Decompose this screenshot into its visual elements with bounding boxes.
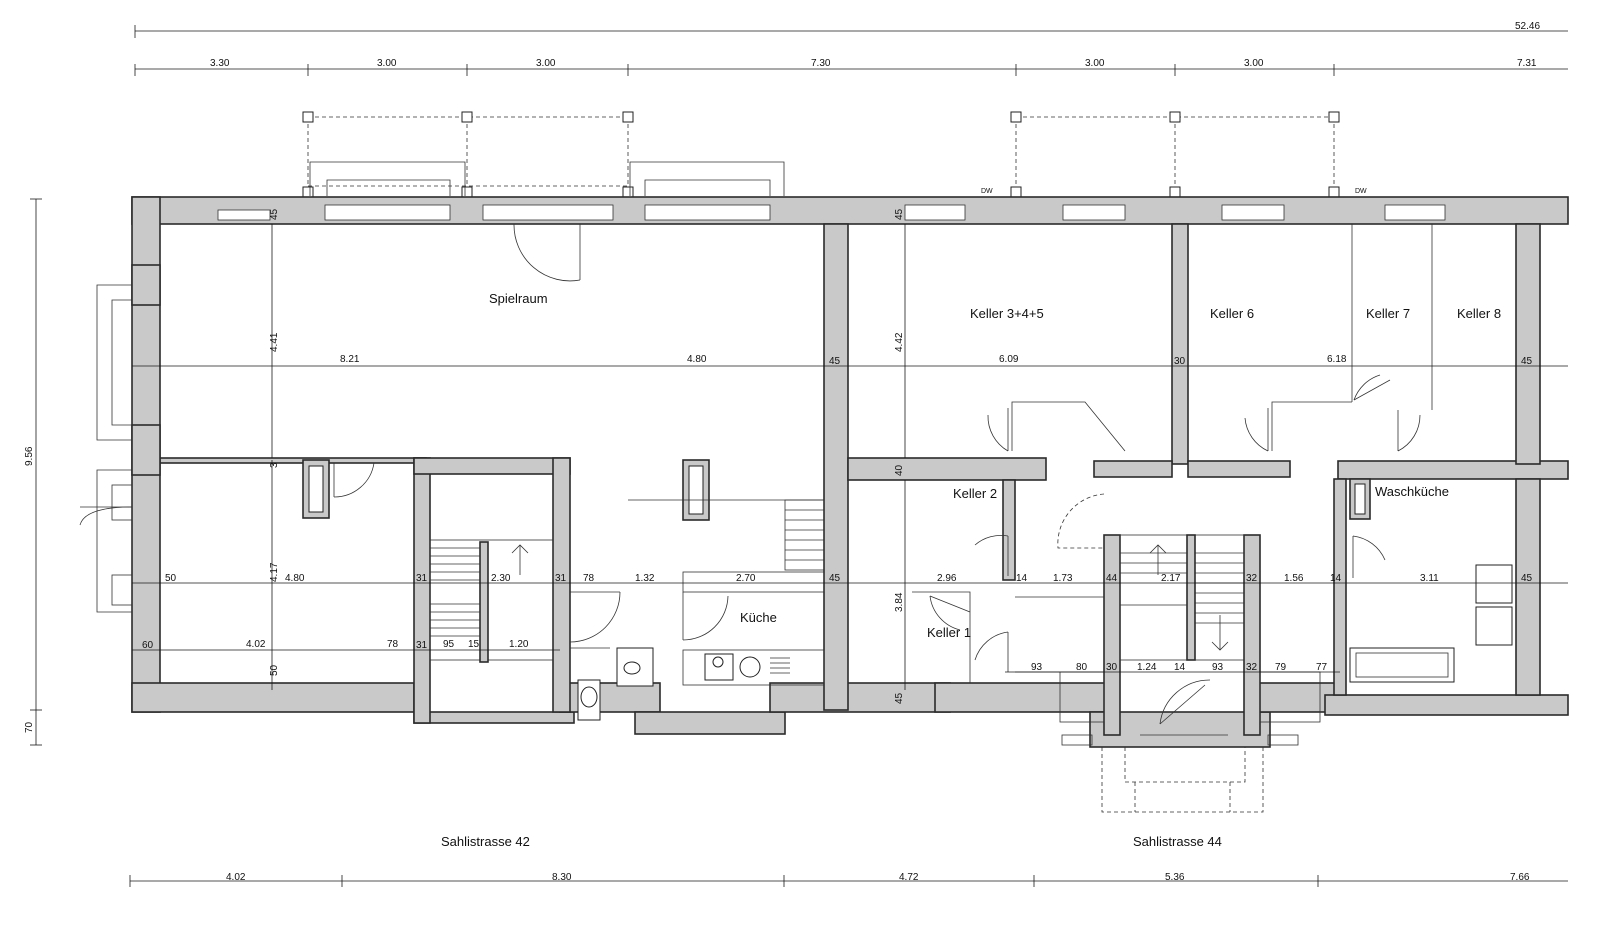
pergola-left [302,111,785,198]
pergola-right [1010,111,1340,198]
dim-row4-6: 93 [1212,662,1224,673]
bottom-dimension-line [129,875,1568,887]
room-label-waschkueche: Waschküche [1375,484,1449,499]
dim-row4-1: 93 [1031,662,1043,673]
dim-row1-2: 4.80 [687,354,707,365]
dim-overall: 52.46 [1515,21,1540,32]
room-label-keller-3-4-5: Keller 3+4+5 [970,306,1044,321]
dim-bottom-3: 4.72 [899,872,919,883]
dim-row4-5: 14 [1174,662,1186,673]
dim-top-1: 3.30 [210,58,230,69]
dim-misc-5: 50 [269,664,280,676]
dim-misc-4: 3 [269,462,280,468]
dim-row1-1: 8.21 [340,354,360,365]
dim-row1-4: 6.09 [999,354,1019,365]
dim-keller1-height: 3.84 [894,592,905,612]
dim-row2-15: 32 [1246,573,1258,584]
shafts [302,459,1371,521]
dim-top-4: 7.30 [811,58,831,69]
downpipe-tag-right: DW [1355,188,1367,195]
downpipe-tag-left: DW [981,188,993,195]
dim-bottom-4: 5.36 [1165,872,1185,883]
dim-left-height: 9.56 [24,446,35,466]
dim-row2-10: 2.96 [937,573,957,584]
dim-row4-9: 77 [1316,662,1328,673]
stairs-44 [1119,534,1245,661]
room-label-keller-2: Keller 2 [953,486,997,501]
room-label-keller-7: Keller 7 [1366,306,1410,321]
dim-misc-6: 45 [894,692,905,704]
dim-row4-8: 79 [1275,662,1287,673]
dim-top-3: 3.00 [536,58,556,69]
room-label-keller-6: Keller 6 [1210,306,1254,321]
dim-row2-3: 31 [416,573,428,584]
room-label-kueche: Küche [740,610,777,625]
dim-row2-1: 50 [165,573,177,584]
dim-row2-2: 4.80 [285,573,305,584]
dim-mid-left-height: 4.17 [269,562,280,582]
dim-row3-5: 95 [443,639,455,650]
dim-row3-3: 78 [387,639,399,650]
dim-top-5: 3.00 [1085,58,1105,69]
dim-row3-6: 15 [468,639,480,650]
dim-bottom-1: 4.02 [226,872,246,883]
entrance-canopy-44 [1101,734,1264,813]
kitchen-fixtures [570,571,825,721]
dim-row1-3: 45 [829,356,841,367]
left-dimension [30,198,42,746]
left-windows [79,284,133,613]
dim-misc-1: 45 [269,208,280,220]
room-label-keller-8: Keller 8 [1457,306,1501,321]
dim-row3-7: 1.20 [509,639,529,650]
dim-row3-1: 60 [142,640,154,651]
dim-row2-14: 2.17 [1161,573,1181,584]
dim-misc-3: 40 [894,464,905,476]
dim-row4-7: 32 [1246,662,1258,673]
dim-misc-2: 45 [894,208,905,220]
dim-keller345-height: 4.42 [894,332,905,352]
dim-top-7: 7.31 [1517,58,1537,69]
dim-row2-11: 14 [1016,573,1028,584]
dim-row3-2: 4.02 [246,639,266,650]
dim-bottom-2: 8.30 [552,872,572,883]
interior-walls [131,223,1569,736]
room-label-keller-1: Keller 1 [927,625,971,640]
dim-row4-4: 1.24 [1137,662,1157,673]
dim-top-6: 3.00 [1244,58,1264,69]
dim-row2-5: 31 [555,573,567,584]
dim-row2-12: 1.73 [1053,573,1073,584]
laundry-fixtures [1349,564,1513,683]
dim-row2-18: 3.11 [1420,573,1439,584]
interior-dimension-lines [132,224,1568,690]
dim-row3-4: 31 [416,640,428,651]
dim-bottom-5: 7.66 [1510,872,1530,883]
street-label-42: Sahlistrasse 42 [441,834,530,849]
dim-row1-5: 30 [1174,356,1186,367]
stairs-42 [429,499,825,663]
dim-row2-13: 44 [1106,573,1118,584]
room-label-spielraum: Spielraum [489,291,548,306]
dim-top-2: 3.00 [377,58,397,69]
dim-row4-2: 80 [1076,662,1088,673]
dim-row1-7: 45 [1521,356,1533,367]
top-dimension-lines [134,25,1568,76]
street-label-44: Sahlistrasse 44 [1133,834,1222,849]
dim-row2-7: 1.32 [635,573,655,584]
dim-row2-16: 1.56 [1284,573,1304,584]
doors [333,223,1433,725]
dim-left-small: 70 [24,721,35,733]
dim-row1-6: 6.18 [1327,354,1347,365]
dim-row2-17: 14 [1330,573,1342,584]
dim-row2-9: 45 [829,573,841,584]
dim-spielraum-height: 4.41 [269,332,280,352]
dim-row2-8: 2.70 [736,573,756,584]
dim-row2-6: 78 [583,573,595,584]
dim-row2-4: 2.30 [491,573,511,584]
dim-row4-3: 30 [1106,662,1118,673]
dim-row2-19: 45 [1521,573,1533,584]
top-windows [217,204,1446,221]
